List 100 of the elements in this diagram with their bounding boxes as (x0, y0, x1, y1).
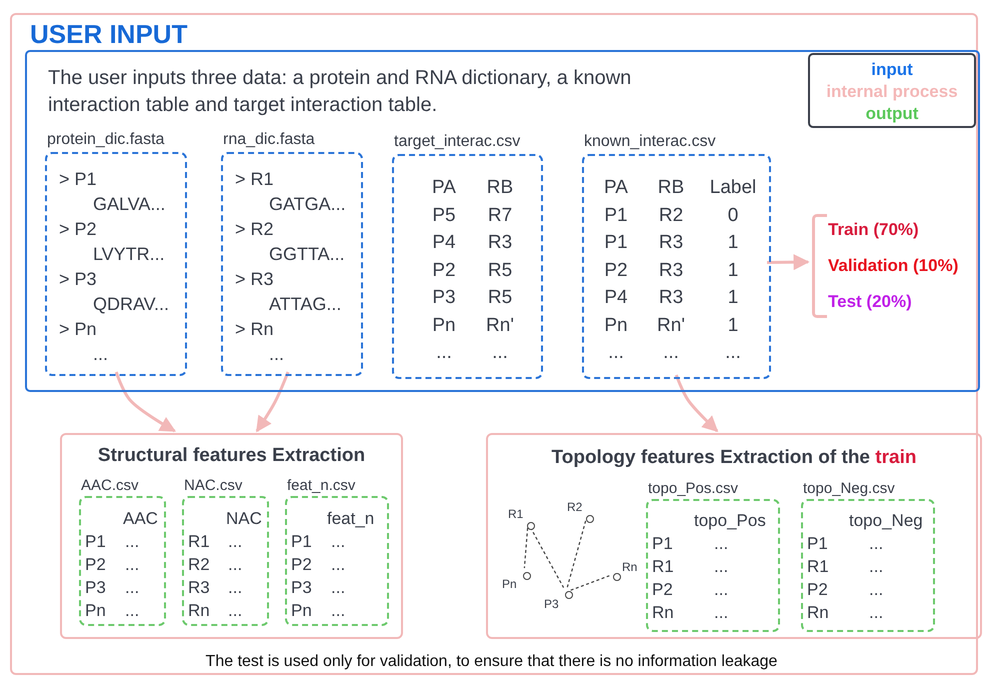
table-entry: P1 (603, 206, 629, 225)
process-box (60, 433, 403, 639)
table-entry: P4 (431, 233, 457, 252)
table-entry: 1 (726, 316, 740, 335)
footnote-text: The test is used only for validation, to ensure that there is no information leakage (204, 653, 778, 671)
table-entry: ... (331, 579, 346, 596)
legend-entry: output (864, 103, 920, 125)
sequence-id: > Pn (59, 320, 97, 338)
table-entry: ... (125, 602, 140, 619)
table-entry: R3 (658, 288, 684, 308)
table-entry: ... (331, 556, 346, 573)
table-entry: ... (435, 343, 453, 362)
file-name: known_interac.csv (584, 133, 718, 151)
sequence-text: GATGA... (268, 194, 346, 212)
table-entry: P2 (807, 581, 828, 598)
table-entry: Pn (291, 602, 312, 619)
table-entry: AAC (123, 510, 158, 527)
table-entry: Rn' (485, 316, 515, 335)
table-entry: P3 (431, 288, 457, 308)
table-entry: ... (331, 533, 346, 550)
sequence-id: > P3 (59, 270, 97, 288)
table-entry: ... (491, 343, 509, 362)
sequence-id: > Rn (235, 320, 274, 338)
file-name: topo_Pos.csv (648, 480, 740, 497)
table-entry: ... (724, 343, 742, 362)
split-label: Test (20%) (828, 292, 913, 313)
table-entry: ... (869, 604, 884, 621)
table-entry: Rn' (656, 316, 686, 335)
table-entry: ... (228, 579, 242, 596)
table-entry: P1 (807, 535, 828, 552)
table-entry: ... (714, 604, 728, 621)
sequence-text: LVYTR... (92, 244, 165, 262)
table-entry: ... (228, 533, 242, 550)
table-entry: R3 (486, 233, 514, 252)
arrow (766, 254, 810, 270)
sequence-text: GGTTA... (268, 244, 345, 262)
table-entry: 1 (726, 288, 740, 308)
table-entry: ... (869, 581, 884, 598)
table-entry: P3 (85, 579, 106, 596)
sequence-text: ... (92, 344, 108, 362)
table-entry: P2 (291, 556, 312, 573)
table-entry: 1 (726, 260, 740, 280)
dotted-link (566, 520, 586, 588)
table-entry: P4 (603, 288, 629, 308)
table-entry: R1 (188, 533, 210, 550)
table-entry: P2 (603, 260, 629, 280)
table-entry: ... (869, 558, 884, 575)
table-entry: Rn (188, 602, 210, 619)
legend-entry: input (870, 59, 914, 81)
table-entry: ... (714, 558, 728, 575)
table-entry: R5 (486, 260, 514, 280)
arrow (114, 372, 176, 432)
file-name: topo_Neg.csv (803, 480, 897, 497)
sequence-id: > P1 (59, 170, 97, 188)
table-entry: 1 (726, 233, 740, 252)
sequence-text: QDRAV... (92, 294, 170, 312)
file-name: protein_dic.fasta (47, 131, 166, 149)
arrow (674, 374, 718, 432)
table-entry: Pn (603, 316, 629, 335)
description-text: The user inputs three data: a protein and RNA dictionary, a known interaction table and target interaction table. (48, 66, 632, 118)
file-name: feat_n.csv (287, 477, 358, 494)
table-entry: P2 (652, 581, 673, 598)
file-name: target_interac.csv (394, 133, 522, 151)
sequence-id: > R2 (235, 220, 274, 238)
table-entry: ... (125, 579, 140, 596)
table-entry: P3 (291, 579, 312, 596)
sequence-id: > P2 (59, 220, 97, 238)
dotted-link (570, 575, 610, 591)
node-label: Pn (502, 577, 517, 591)
table-entry: RB (656, 178, 686, 198)
sequence-id: > R3 (235, 270, 274, 288)
table-entry: Label (708, 178, 758, 198)
table-entry: RB (486, 178, 514, 198)
section-heading: USER INPUT (30, 19, 188, 50)
table-entry: ... (714, 535, 728, 552)
node-label: R2 (567, 500, 582, 514)
table-entry: feat_n (327, 510, 374, 527)
section-title: Structural features Extraction (96, 445, 366, 467)
table-entry: Rn (652, 604, 674, 621)
table-entry: R7 (486, 206, 514, 225)
table-entry: topo_Neg (849, 512, 923, 529)
table-entry: P1 (652, 535, 673, 552)
table-entry: P1 (85, 533, 106, 550)
table-entry: ... (331, 602, 346, 619)
node-label: R1 (508, 507, 524, 521)
file-name: rna_dic.fasta (223, 131, 317, 149)
split-label: Validation (10%) (828, 256, 958, 277)
table-entry: ... (714, 581, 728, 598)
table-entry: PA (431, 178, 457, 198)
table-entry: ... (125, 533, 140, 550)
split-label: Train (70%) (828, 220, 920, 241)
legend-entry: internal process (825, 81, 959, 103)
table-entry: P2 (431, 260, 457, 280)
table-entry: R2 (658, 206, 684, 225)
node-label: Rn (622, 560, 638, 574)
dotted-link (524, 528, 528, 568)
process-box (486, 433, 982, 639)
table-entry: P1 (291, 533, 312, 550)
table-entry: ... (607, 343, 625, 362)
table-entry: 0 (726, 206, 740, 225)
